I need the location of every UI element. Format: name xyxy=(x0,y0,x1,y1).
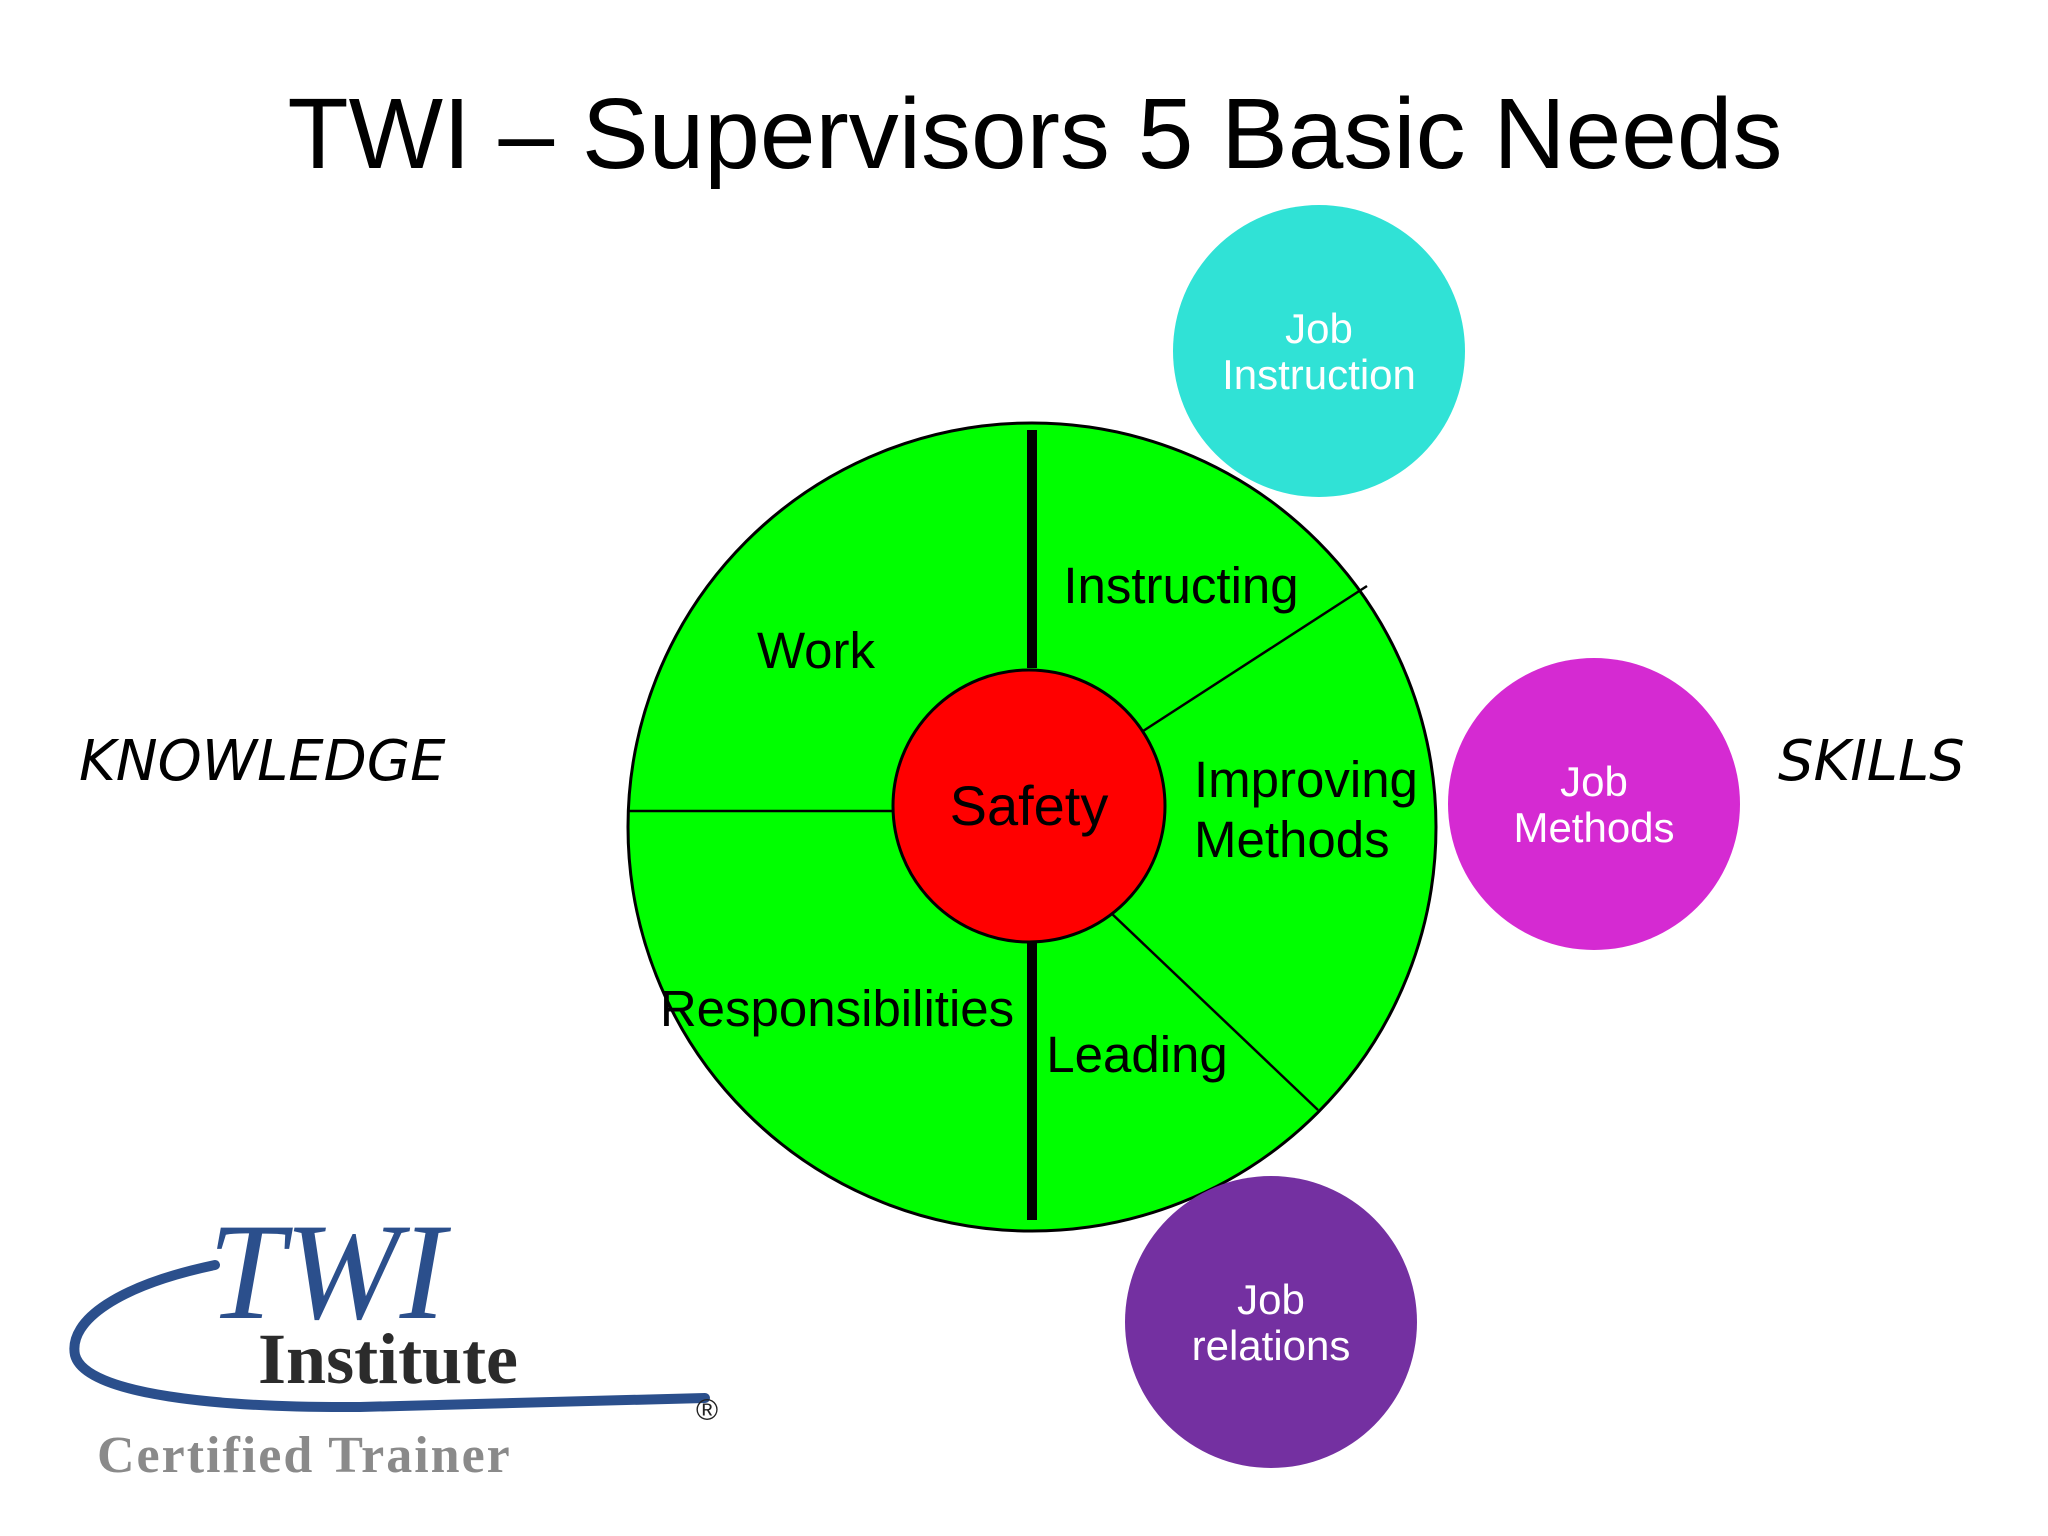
safety-label: Safety xyxy=(950,774,1109,837)
job-instruction-bubble: Job Instruction xyxy=(1173,205,1465,497)
divider-upper-right xyxy=(1139,584,1368,735)
job-methods-line1: Job xyxy=(1560,758,1628,805)
job-relations-circle xyxy=(1125,1176,1417,1468)
logo-brand: TWI xyxy=(208,1195,452,1348)
job-methods-line2: Methods xyxy=(1513,804,1674,851)
job-methods-bubble: Job Methods xyxy=(1448,658,1740,950)
leading-label: Leading xyxy=(1046,1026,1228,1083)
slide-title: TWI – Supervisors 5 Basic Needs xyxy=(288,78,1783,190)
job-relations-line2: relations xyxy=(1192,1322,1351,1369)
job-instruction-circle xyxy=(1173,205,1465,497)
needs-wheel: Safety Work Responsibilities Instructing… xyxy=(626,421,1438,1233)
logo-swoosh xyxy=(69,1260,710,1413)
job-relations-bubble: Job relations xyxy=(1125,1176,1417,1468)
responsibilities-label: Responsibilities xyxy=(660,980,1014,1037)
work-label: Work xyxy=(757,622,876,679)
divider-lower-right xyxy=(1109,911,1319,1111)
instructing-label: Instructing xyxy=(1063,557,1298,614)
logo-registered-mark: ® xyxy=(696,1394,718,1427)
logo-certified-trainer: Certified Trainer xyxy=(97,1427,512,1484)
twi-institute-logo: TWI Institute ® Certified Trainer xyxy=(69,1195,718,1484)
job-instruction-line2: Instruction xyxy=(1222,351,1416,398)
logo-institute: Institute xyxy=(258,1319,518,1399)
safety-circle xyxy=(891,668,1167,944)
job-instruction-line1: Job xyxy=(1285,305,1353,352)
skills-label: SKILLS xyxy=(1778,729,1965,794)
improving-label-line2: Methods xyxy=(1194,811,1390,868)
improving-label-line1: Improving xyxy=(1194,751,1418,808)
job-methods-circle xyxy=(1448,658,1740,950)
knowledge-label: KNOWLEDGE xyxy=(79,729,446,794)
job-relations-line1: Job xyxy=(1237,1276,1305,1323)
